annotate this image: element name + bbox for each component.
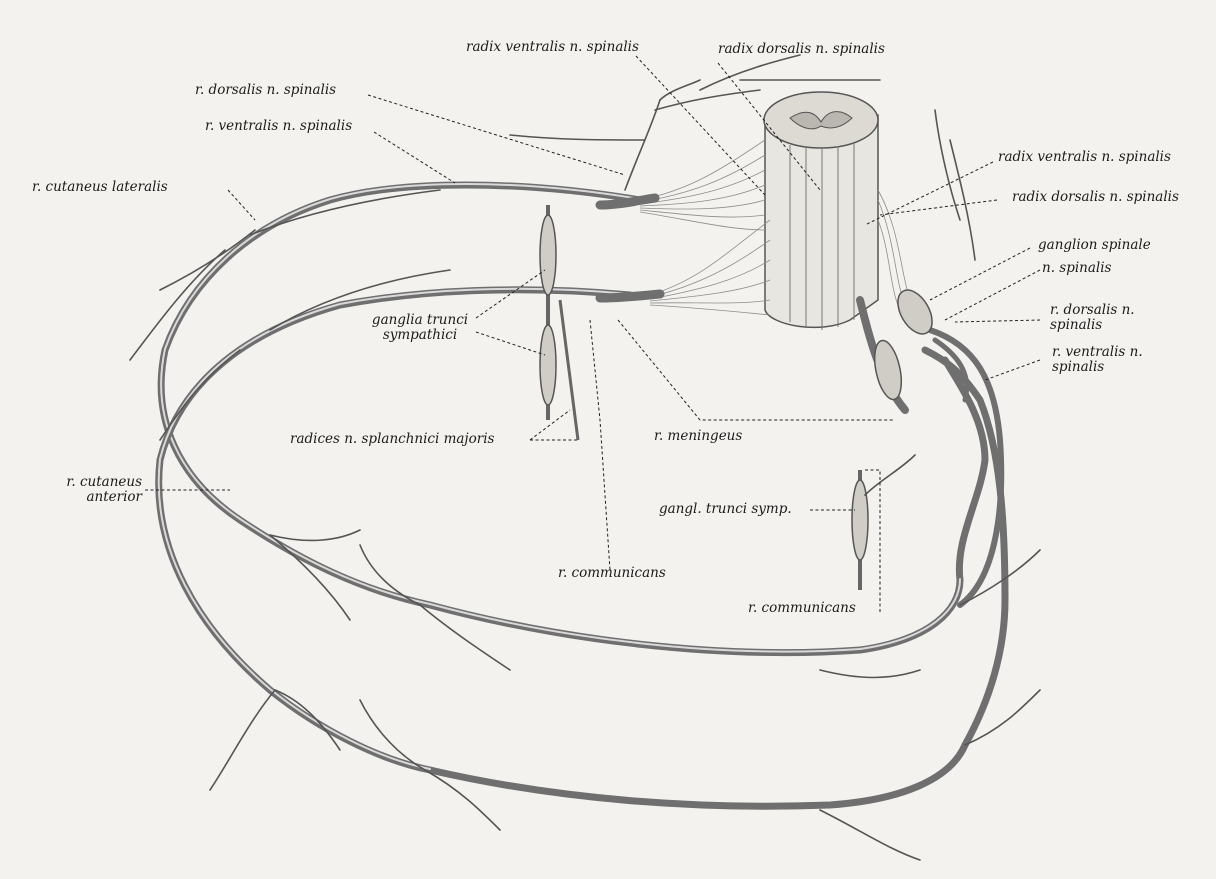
label-radix-ventralis-top: radix ventralis n. spinalis xyxy=(466,40,639,55)
label-radix-dorsalis-right: radix dorsalis n. spinalis xyxy=(1012,190,1179,205)
label-r-dorsalis-left: r. dorsalis n. spinalis xyxy=(195,83,336,98)
label-r-ventralis-right-line2: spinalis xyxy=(1052,360,1143,375)
label-r-dorsalis-right-line1: r. dorsalis n. xyxy=(1050,303,1135,318)
label-r-ventralis-right: r. ventralis n. spinalis xyxy=(1052,345,1143,375)
label-radix-ventralis-right: radix ventralis n. spinalis xyxy=(998,150,1171,165)
sympathetic-trunk-left xyxy=(540,205,578,440)
label-ganglia-trunci-line1: ganglia trunci xyxy=(365,313,475,328)
dorsal-rami xyxy=(510,55,975,260)
label-r-ventralis-left: r. ventralis n. spinalis xyxy=(205,119,352,134)
label-r-meningeus: r. meningeus xyxy=(654,429,742,444)
label-r-dorsalis-right: r. dorsalis n. spinalis xyxy=(1050,303,1135,333)
label-radix-dorsalis-top: radix dorsalis n. spinalis xyxy=(718,42,885,57)
label-r-dorsalis-right-line2: spinalis xyxy=(1050,318,1135,333)
right-ventral-ramus xyxy=(930,330,1001,605)
sympathetic-trunk-right xyxy=(852,455,915,590)
label-n-spinalis: n. spinalis xyxy=(1042,261,1111,276)
label-r-cutaneus-anterior-line2: anterior xyxy=(30,490,142,505)
label-radices-splanchnici: radices n. splanchnici majoris xyxy=(290,432,494,447)
label-ganglia-trunci-sympathici: ganglia trunci sympathici xyxy=(365,313,475,343)
spinal-cord-segment xyxy=(764,92,878,330)
label-r-cutaneus-anterior: r. cutaneus anterior xyxy=(30,475,142,505)
label-r-communicans-right: r. communicans xyxy=(748,601,856,616)
label-ganglion-spinale: ganglion spinale xyxy=(1038,238,1151,253)
label-r-communicans-center: r. communicans xyxy=(558,566,666,581)
label-ganglia-trunci-line2: sympathici xyxy=(365,328,475,343)
label-r-cutaneus-lateralis: r. cutaneus lateralis xyxy=(32,180,168,195)
upper-rootlets xyxy=(600,140,765,230)
lower-rootlets xyxy=(600,220,770,315)
label-gangl-trunci-symp: gangl. trunci symp. xyxy=(659,502,792,517)
label-r-ventralis-right-line1: r. ventralis n. xyxy=(1052,345,1143,360)
label-r-cutaneus-anterior-line1: r. cutaneus xyxy=(30,475,142,490)
